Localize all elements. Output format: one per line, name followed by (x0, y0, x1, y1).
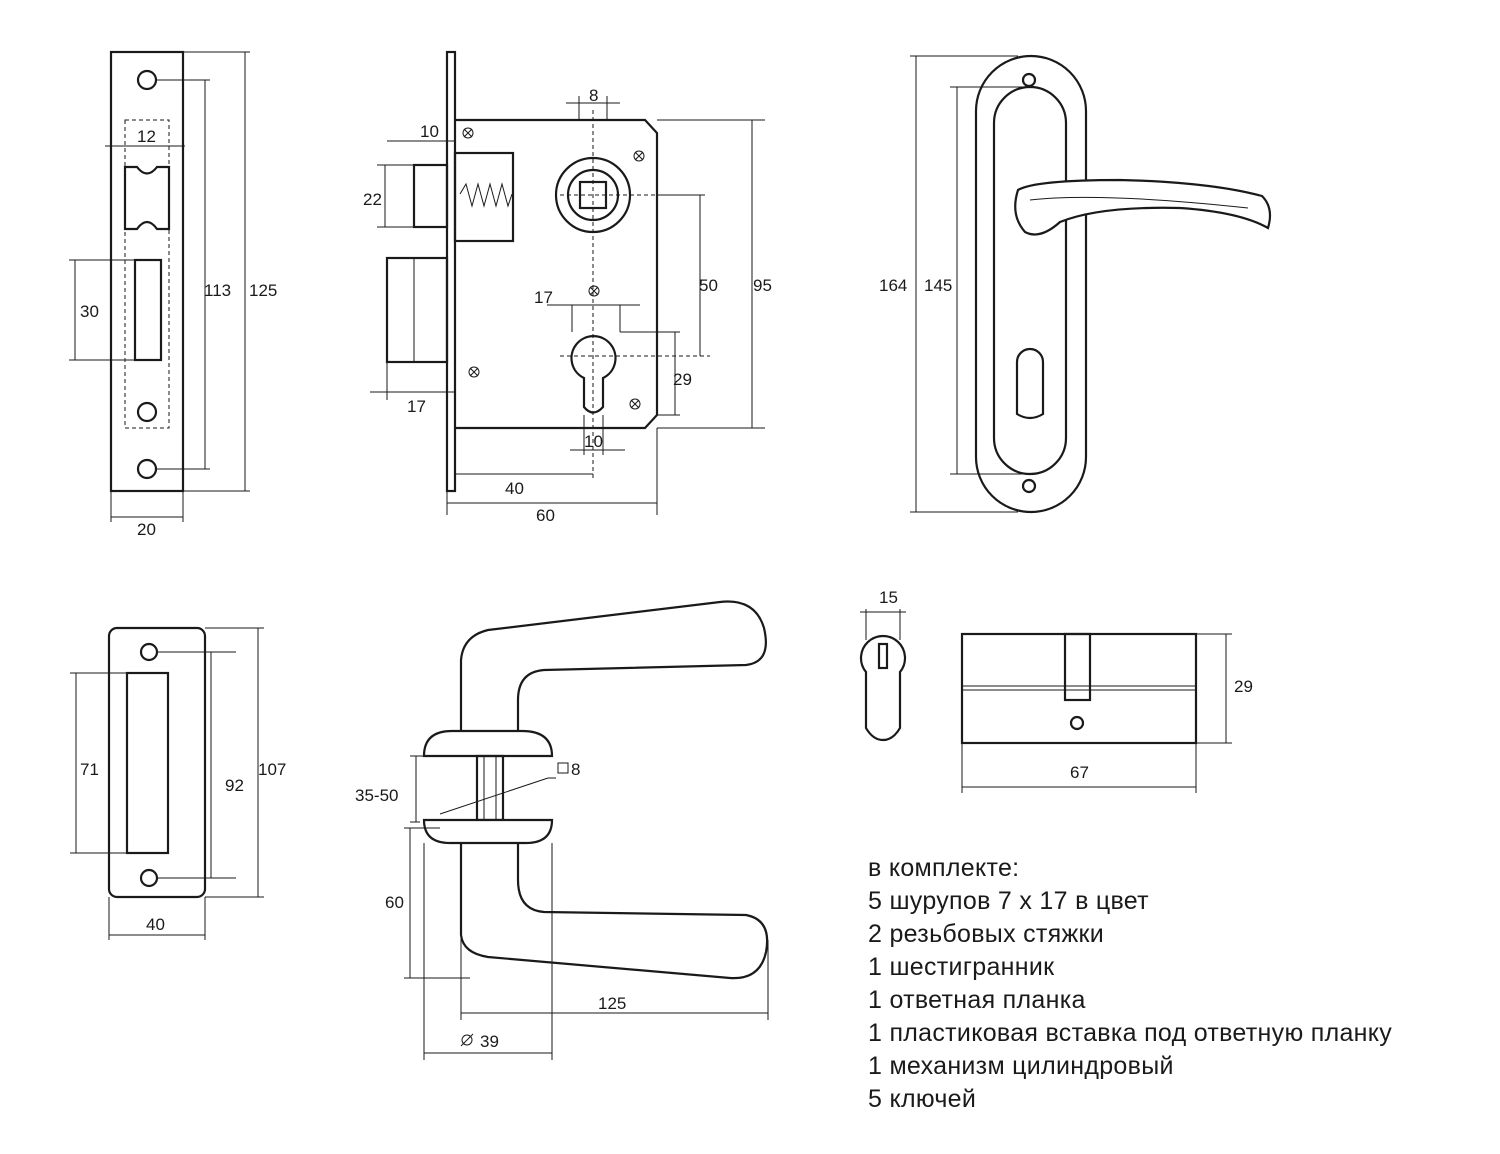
dim-lock-spindle-square: 8 (589, 86, 598, 105)
dim-lock-cyl-width: 10 (584, 432, 603, 451)
dim-handle-rosette-diameter: 39 (480, 1032, 499, 1051)
kit-item: 2 резьбовых стяжки (868, 920, 1105, 948)
dim-cylinder-height: 29 (1234, 677, 1253, 696)
lock-body-view (370, 50, 765, 515)
handle-set-view (404, 600, 769, 1060)
dim-faceplate-width: 20 (137, 520, 156, 539)
dim-cylinder-width: 15 (879, 588, 898, 607)
dim-lock-spindle-to-cyl: 50 (699, 276, 718, 295)
kit-title: в комплекте: (868, 854, 1020, 882)
dim-handle-length: 125 (598, 994, 626, 1013)
dim-faceplate-hole-pitch: 113 (204, 281, 231, 300)
dim-handle-spindle: 8 (571, 760, 580, 779)
dim-faceplate-bolt-height: 30 (80, 302, 99, 321)
kit-item: 1 механизм цилиндровый (868, 1052, 1174, 1080)
faceplate-view (69, 50, 250, 522)
dim-lock-latch-height: 22 (363, 190, 382, 209)
kit-item: 5 ключей (868, 1085, 977, 1113)
dim-faceplate-height: 125 (249, 281, 277, 300)
dim-strike-hole-pitch: 92 (225, 776, 244, 795)
kit-item: 1 шестигранник (868, 953, 1055, 981)
dim-lock-depth: 60 (536, 506, 555, 525)
dimension-labels: 12 30 113 125 20 10 22 8 50 95 17 29 17 … (80, 86, 1253, 1051)
dim-escutcheon-outer: 164 (879, 276, 907, 295)
kit-item: 1 ответная планка (868, 986, 1086, 1014)
dim-faceplate-latch-width: 12 (137, 127, 156, 146)
dim-lock-backset: 40 (505, 479, 524, 498)
kit-item: 5 шурупов 7 х 17 в цвет (868, 887, 1149, 915)
dim-escutcheon-inner: 145 (924, 276, 952, 295)
dim-lock-backset-height: 95 (753, 276, 772, 295)
dim-strike-width: 40 (146, 915, 165, 934)
kit-list: в комплекте: 5 шурупов 7 х 17 в цвет 2 р… (868, 852, 1392, 1116)
cylinder-view (859, 609, 1232, 793)
dim-lock-faceplate-offset: 10 (420, 122, 439, 141)
square-spindle-symbol (557, 762, 569, 774)
dim-lock-cyl-offset: 17 (534, 288, 553, 307)
dim-cylinder-length: 67 (1070, 763, 1089, 782)
escutcheon-view (910, 54, 1272, 514)
kit-item: 1 пластиковая вставка под ответную планк… (868, 1019, 1393, 1047)
dim-handle-rosette-height: 60 (385, 893, 404, 912)
dim-lock-bolt-offset: 17 (407, 397, 426, 416)
dim-lock-cyl-height: 29 (673, 370, 692, 389)
dim-strike-slot: 71 (80, 760, 99, 779)
dim-strike-height: 107 (258, 760, 286, 779)
strike-plate-view (70, 626, 264, 940)
dim-handle-door-thickness: 35-50 (355, 786, 398, 805)
